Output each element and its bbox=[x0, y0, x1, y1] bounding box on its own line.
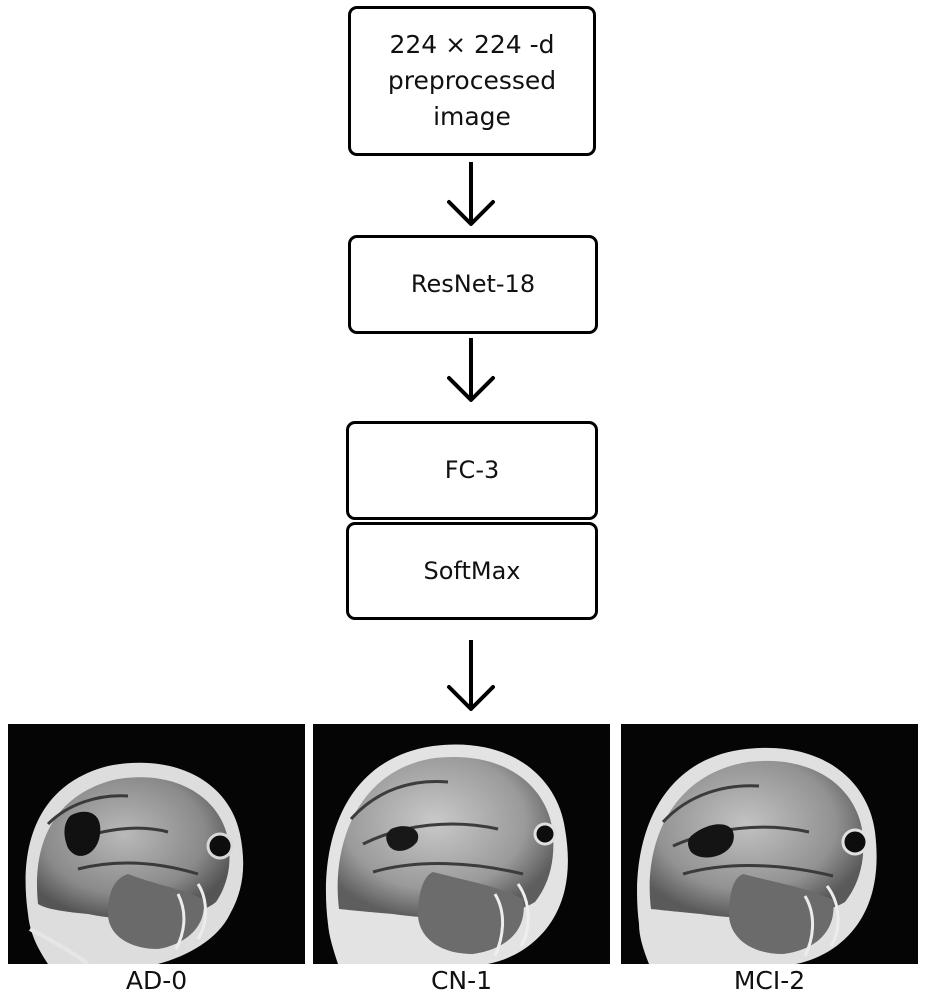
class-label-cn: CN-1 bbox=[430, 966, 493, 995]
brain-scan-image bbox=[325, 744, 568, 964]
brain-scan-image bbox=[637, 747, 877, 964]
input-box-line-1: 224 × 224 -d bbox=[389, 29, 555, 59]
mri-scan-cn bbox=[313, 724, 610, 964]
softmax-label: SoftMax bbox=[423, 556, 521, 585]
fc-box: FC-3 bbox=[346, 421, 598, 520]
down-arrow-icon bbox=[447, 338, 495, 402]
softmax-box: SoftMax bbox=[346, 522, 598, 620]
down-arrow-icon bbox=[447, 162, 495, 226]
fc-label: FC-3 bbox=[444, 456, 500, 485]
input-box-line-3: image bbox=[433, 102, 511, 132]
mri-scan-mci bbox=[621, 724, 918, 964]
input-box-line-2: preprocessed bbox=[387, 65, 557, 95]
class-label-ad: AD-0 bbox=[125, 966, 188, 995]
class-label-mci: MCI-2 bbox=[733, 966, 806, 995]
brain-scan-image bbox=[25, 762, 244, 964]
mri-scan-ad bbox=[8, 724, 305, 964]
input-image-box: 224 × 224 -d preprocessed image bbox=[348, 6, 596, 156]
resnet-label: ResNet-18 bbox=[410, 270, 536, 299]
down-arrow-icon bbox=[447, 640, 495, 711]
resnet-box: ResNet-18 bbox=[348, 235, 598, 334]
